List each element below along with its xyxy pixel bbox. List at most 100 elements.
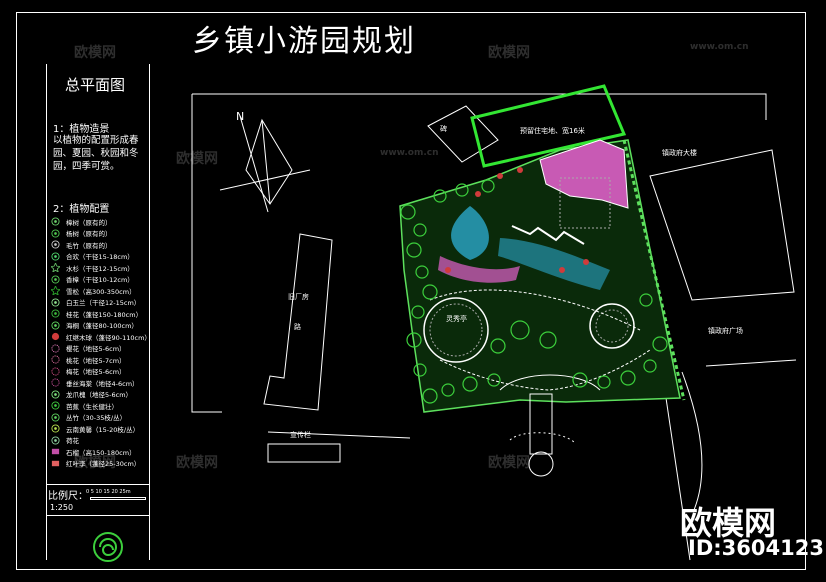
scale-ticks: 0 5 10 15 20 25m	[86, 489, 131, 495]
pavilion-plaza	[423, 297, 489, 363]
site-boundary	[192, 93, 767, 120]
square-icon	[51, 449, 60, 455]
tree-icon	[51, 309, 60, 318]
legend-label: 垂丝海棠（地径4-6cm）	[66, 379, 139, 388]
drawing-frame	[16, 12, 806, 570]
legend-item: 芭蕉（生长健壮）	[47, 400, 151, 412]
legend-label: 水杉（干径12-15cm）	[66, 264, 134, 273]
legend-label: 香樟（干径10-12cm）	[66, 276, 134, 285]
leaf-icon	[51, 436, 60, 445]
legend-item: 梅花（地径5-6cm）	[47, 366, 151, 378]
star-icon	[51, 263, 60, 273]
tree-icon	[51, 298, 60, 307]
site-boundary-left	[191, 94, 222, 413]
bamboo-icon	[51, 240, 60, 249]
tree-icon	[51, 229, 60, 238]
flower-icon	[51, 355, 60, 364]
legend-item: 雪松（高300-350cm）	[47, 285, 151, 297]
legend-label: 桂花（蓬径150-180cm）	[66, 310, 143, 319]
tree-icon	[51, 217, 60, 226]
legend-item: 龙爪槐（地径5-6cm）	[47, 389, 151, 401]
section2-title: 2：植物配置	[53, 204, 110, 215]
legend-item: 水杉（干径12-15cm）	[47, 262, 151, 274]
tree-cluster	[400, 179, 668, 404]
plant-legend: 樟树（原有的） 杨树（原有的） 毛竹（原有的） 合欢（干径15-18cm） 水杉（干径1…	[47, 216, 151, 469]
park-area	[399, 139, 681, 413]
leaf-icon	[51, 401, 60, 410]
legend-item: 桂花（蓬径150-180cm）	[47, 308, 151, 320]
drawing-title: 乡镇小游园规划	[192, 24, 416, 59]
watermark: 欧模网	[488, 455, 530, 471]
legend-label: 毛竹（原有的）	[66, 241, 112, 250]
legend-label: 石榴（高150-180cm）	[66, 448, 136, 457]
legend-item: 樱花（地径5-6cm）	[47, 343, 151, 355]
pond	[451, 206, 489, 260]
watermark: 欧模网	[74, 45, 116, 61]
watermark: www.om.cn	[690, 42, 749, 52]
legend-label: 合欢（干径15-18cm）	[66, 253, 134, 262]
brand-name: 欧模网	[680, 504, 777, 542]
legend-label: 芭蕉（生长健壮）	[66, 402, 118, 411]
notice-board	[267, 443, 341, 463]
legend-item: 云南黄馨（15-20枝/丛）	[47, 423, 151, 435]
legend-label: 荷花	[66, 437, 79, 446]
legend-label: 龙爪槐（地径5-6cm）	[66, 391, 133, 400]
legend-label: 雪松（高300-350cm）	[66, 287, 136, 296]
north-arrow-icon	[219, 115, 311, 213]
legend-panel: 总平面图 1：植物造景 以植物的配置形成春园、夏园、秋园和冬园，四季可赏。 2：…	[46, 64, 151, 560]
section1-text: 以植物的配置形成春园、夏园、秋园和冬园，四季可赏。	[53, 135, 139, 172]
legend-item: 白玉兰（干径12-15cm）	[47, 297, 151, 309]
square-icon	[51, 460, 60, 466]
flower-icon	[51, 367, 60, 376]
legend-item: 杨树（原有的）	[47, 228, 151, 240]
brand-id: ID:3604123	[688, 536, 824, 560]
legend-label: 云南黄馨（15-20枝/丛）	[66, 425, 140, 434]
watermark: 欧模网	[176, 151, 218, 167]
watermark: 欧模网	[74, 455, 116, 471]
building-small-label: 碑	[440, 125, 447, 133]
gov-building-label: 镇政府大楼	[662, 149, 697, 157]
reserve-label: 预留住宅地、宽16米	[520, 127, 585, 135]
legend-item: 香樟（干径10-12cm）	[47, 274, 151, 286]
legend-label: 杨树（原有的）	[66, 230, 112, 239]
gov-building	[649, 149, 795, 301]
flower-icon	[51, 344, 60, 353]
legend-label: 海桐（蓬径80-100cm）	[66, 322, 138, 331]
scale-box: 比例尺： 1:250 0 5 10 15 20 25m	[46, 484, 150, 516]
legend-item: 丛竹（30-35枝/丛）	[47, 412, 151, 424]
legend-label: 红继木球（蓬径90-110cm）	[66, 333, 151, 342]
legend-item: 海桐（蓬径80-100cm）	[47, 320, 151, 332]
entrance-path	[529, 393, 553, 455]
ball-icon	[51, 333, 60, 341]
round-plaza-east	[589, 303, 635, 349]
scale-ratio: 1:250	[50, 503, 74, 512]
north-label: N	[236, 110, 244, 123]
legend-item: 毛竹（原有的）	[47, 239, 151, 251]
legend-item: 红继木球（蓬径90-110cm）	[47, 331, 151, 343]
legend-label: 白玉兰（干径12-15cm）	[66, 299, 141, 308]
reserve-plot	[470, 84, 627, 168]
legend-label: 桃花（地径5-7cm）	[66, 356, 126, 365]
leaf-icon	[51, 424, 60, 433]
building-small	[427, 105, 499, 163]
legend-item: 樟树（原有的）	[47, 216, 151, 228]
legend-item: 石榴（高150-180cm）	[47, 446, 151, 458]
pink-plaza	[539, 139, 629, 209]
old-factory	[263, 233, 333, 411]
legend-item: 荷花	[47, 435, 151, 447]
watermark: www.om.cn	[380, 148, 439, 158]
watermark: 欧模网	[488, 45, 530, 61]
legend-label: 丛竹（30-35枝/丛）	[66, 414, 127, 423]
panel-heading: 总平面图	[65, 76, 126, 94]
legend-item: 合欢（干径15-18cm）	[47, 251, 151, 263]
tree-icon	[51, 390, 60, 399]
legend-label: 梅花（地径5-6cm）	[66, 368, 126, 377]
tree-icon	[51, 275, 60, 284]
legend-label: 樟树（原有的）	[66, 218, 112, 227]
scale-label: 比例尺：	[48, 491, 88, 502]
notice-board-label: 宣传栏	[290, 431, 311, 439]
gov-square-label: 镇政府广场	[708, 327, 743, 335]
pavilion-label: 灵秀亭	[446, 315, 467, 323]
legend-label: 红叶李（蓬径25-30cm）	[66, 460, 141, 469]
